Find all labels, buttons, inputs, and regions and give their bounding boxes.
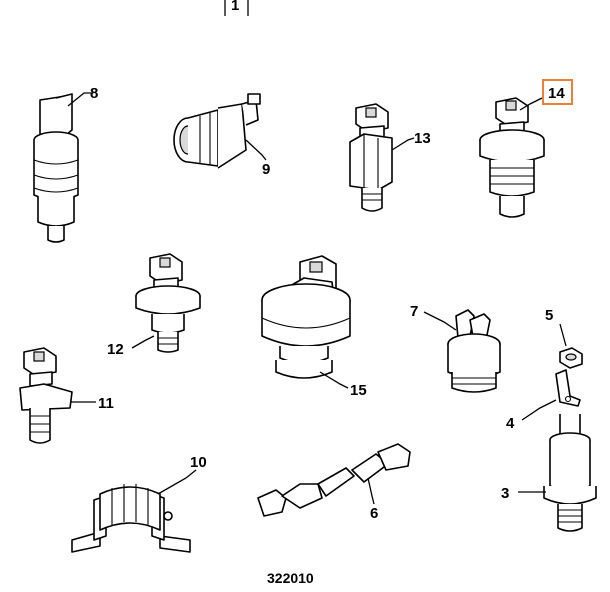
callout-11[interactable]: 11 bbox=[98, 395, 114, 412]
part-7-label[interactable]: 7 bbox=[410, 303, 457, 331]
callout-4[interactable]: 4 bbox=[506, 415, 515, 432]
part-15-label[interactable]: 15 bbox=[319, 371, 367, 399]
part-15-dome-sender[interactable] bbox=[261, 255, 351, 379]
reference-number: 322010 bbox=[267, 570, 314, 586]
part-5-label[interactable]: 5 bbox=[545, 307, 567, 347]
callout-8[interactable]: 8 bbox=[90, 85, 98, 102]
callout-6[interactable]: 6 bbox=[370, 505, 378, 522]
part-14-sender[interactable] bbox=[479, 97, 545, 218]
part-10-label[interactable]: 10 bbox=[157, 454, 207, 495]
callout-13[interactable]: 13 bbox=[414, 130, 431, 147]
part-6-connector[interactable] bbox=[257, 443, 411, 517]
callout-15[interactable]: 15 bbox=[350, 382, 367, 399]
callout-14-highlight-box bbox=[542, 79, 573, 105]
part-8-label[interactable]: 8 bbox=[67, 85, 98, 107]
callout-1[interactable]: 1 bbox=[231, 0, 239, 14]
part-13-switch[interactable] bbox=[349, 103, 393, 212]
part-3-label[interactable]: 3 bbox=[501, 485, 546, 502]
part-9-label[interactable]: 9 bbox=[245, 139, 270, 178]
part-14-label[interactable]: 14 bbox=[519, 79, 573, 111]
part-5-nut[interactable] bbox=[559, 347, 583, 369]
callout-7[interactable]: 7 bbox=[410, 303, 418, 320]
part-12-label[interactable]: 12 bbox=[107, 335, 155, 358]
part-6-label[interactable]: 6 bbox=[367, 477, 378, 522]
part-3-switch[interactable] bbox=[543, 414, 597, 532]
callout-3[interactable]: 3 bbox=[501, 485, 509, 502]
part-1-label-group[interactable]: 1 bbox=[224, 0, 249, 16]
part-13-label[interactable]: 13 bbox=[391, 130, 431, 151]
part-7-switch[interactable] bbox=[447, 309, 501, 393]
part-12-switch[interactable] bbox=[135, 253, 201, 353]
callout-14[interactable]: 14 bbox=[548, 85, 565, 102]
part-11-switch[interactable] bbox=[19, 347, 73, 444]
part-9-sender[interactable] bbox=[173, 93, 261, 169]
part-4-label[interactable]: 4 bbox=[506, 399, 557, 432]
callout-12[interactable]: 12 bbox=[107, 341, 124, 358]
part-11-label[interactable]: 11 bbox=[70, 395, 114, 412]
part-10-coil[interactable] bbox=[71, 484, 191, 553]
callout-5[interactable]: 5 bbox=[545, 307, 553, 324]
callout-9[interactable]: 9 bbox=[262, 161, 270, 178]
callout-10[interactable]: 10 bbox=[190, 454, 207, 471]
part-8-sensor[interactable] bbox=[33, 93, 79, 243]
part-4-terminal[interactable] bbox=[555, 369, 581, 407]
